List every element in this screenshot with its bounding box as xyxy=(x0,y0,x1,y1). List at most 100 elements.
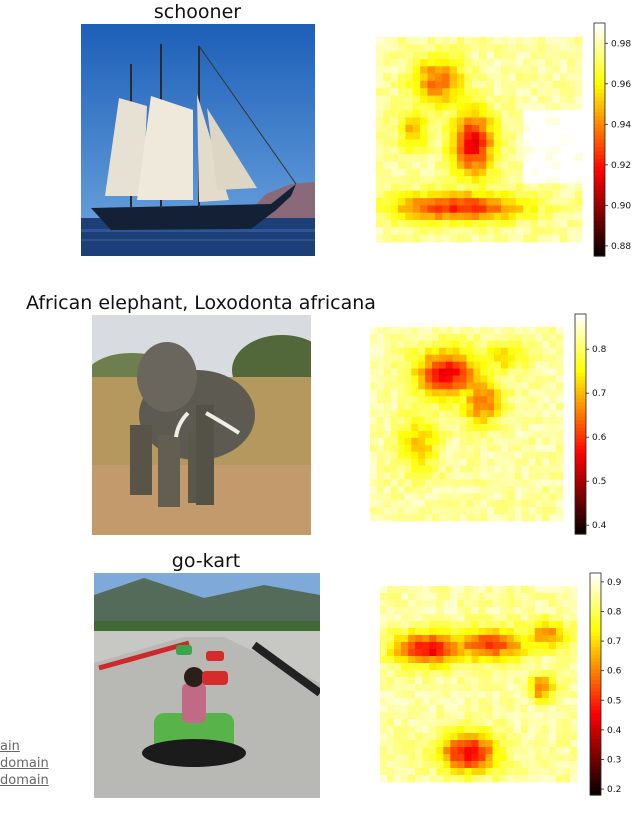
heatmap-cell xyxy=(466,361,474,369)
heatmap-cell xyxy=(380,698,388,706)
heatmap-cell xyxy=(464,161,473,170)
heatmap-cell xyxy=(429,586,437,594)
heatmap-cell xyxy=(466,451,474,460)
heatmap-cell xyxy=(443,600,451,608)
heatmap-cell xyxy=(405,161,414,170)
heatmap-cell xyxy=(548,635,557,643)
heatmap-cell xyxy=(492,677,501,685)
heatmap-cell xyxy=(521,382,529,390)
heatmap-cell xyxy=(429,593,437,601)
heatmap-cell xyxy=(567,190,576,199)
heatmap-cell xyxy=(404,403,412,411)
heatmap-cell xyxy=(415,740,423,748)
heatmap-cell xyxy=(422,635,430,643)
heatmap-cell xyxy=(513,726,522,734)
heatmap-cell xyxy=(559,139,568,148)
heatmap-cell xyxy=(479,37,487,45)
heatmap-cell xyxy=(412,80,421,89)
heatmap-cell xyxy=(415,712,423,720)
heatmap-cell xyxy=(569,698,578,706)
heatmap-cell xyxy=(500,396,509,404)
heatmap-cell xyxy=(466,340,474,349)
heatmap-cell xyxy=(411,403,419,411)
colorbar-segment xyxy=(590,650,601,655)
heatmap-cell xyxy=(376,347,385,356)
heatmap-cell xyxy=(545,161,553,170)
heatmap-cell xyxy=(499,628,508,636)
heatmap-cell xyxy=(456,95,465,104)
side-link-3[interactable]: domain xyxy=(0,773,49,788)
heatmap-cell xyxy=(541,761,550,769)
heatmap-cell xyxy=(370,451,378,460)
heatmap-cell xyxy=(445,403,454,411)
heatmap-cell xyxy=(405,183,414,192)
heatmap-cell xyxy=(541,747,550,755)
heatmap-cell xyxy=(514,417,523,425)
heatmap-cell xyxy=(383,479,392,487)
heatmap-cell xyxy=(521,410,529,418)
heatmap-cell xyxy=(464,586,472,594)
heatmap-cell xyxy=(471,58,480,67)
heatmap-cell xyxy=(464,677,472,685)
heatmap-cell xyxy=(420,176,428,184)
heatmap-cell xyxy=(450,740,458,748)
heatmap-cell xyxy=(501,220,509,228)
colorbar-segment xyxy=(590,743,601,748)
heatmap-cell xyxy=(443,656,451,664)
heatmap-cell xyxy=(537,139,546,148)
heatmap-cell xyxy=(429,754,437,762)
colorbar-segment xyxy=(590,658,601,663)
heatmap-cell xyxy=(443,705,451,713)
heatmap-cell xyxy=(464,88,473,96)
heatmap-cell xyxy=(541,593,550,601)
heatmap-cell xyxy=(542,382,550,390)
heatmap-cell xyxy=(471,66,480,75)
heatmap-cell xyxy=(401,726,409,734)
heatmap-cell xyxy=(528,444,536,453)
heatmap-cell xyxy=(404,396,412,404)
heatmap-cell xyxy=(429,712,437,720)
heatmap-cell xyxy=(394,628,402,636)
heatmap-cell xyxy=(387,656,395,664)
heatmap-cell xyxy=(492,705,501,713)
heatmap-cell xyxy=(380,761,388,769)
heatmap-cell xyxy=(528,333,536,342)
heatmap-cell xyxy=(420,154,428,162)
heatmap-cell xyxy=(450,614,458,622)
heatmap-cell xyxy=(520,635,529,643)
heatmap-cell xyxy=(528,361,536,369)
heatmap-cell xyxy=(501,212,509,221)
heatmap-cell xyxy=(442,234,450,243)
heatmap-cell xyxy=(404,382,412,390)
heatmap-cell xyxy=(507,500,516,508)
heatmap-cell xyxy=(390,51,399,60)
side-link-2[interactable]: domain xyxy=(0,756,49,771)
colorbar-segment xyxy=(590,728,601,733)
heatmap-cell xyxy=(425,396,433,404)
heatmap-cell xyxy=(499,600,508,608)
heatmap-cell xyxy=(390,205,399,214)
heatmap-cell xyxy=(412,176,421,184)
heatmap-cell xyxy=(569,621,578,629)
heatmap-cell xyxy=(457,663,465,671)
heatmap-cell xyxy=(383,44,392,53)
heatmap-cell xyxy=(464,66,473,75)
colorbar-frame xyxy=(593,22,606,257)
heatmap-cell xyxy=(513,761,522,769)
heatmap-cell xyxy=(492,586,501,594)
heatmap-cell xyxy=(528,347,536,356)
heatmap-cell xyxy=(545,58,553,67)
heatmap-cell xyxy=(473,340,481,349)
heatmap-cell xyxy=(432,368,440,376)
colorbar-frame xyxy=(589,572,602,796)
heatmap-cell xyxy=(548,775,557,783)
heatmap-cell xyxy=(523,44,531,53)
heatmap-cell xyxy=(370,368,378,376)
heatmap-cell xyxy=(493,161,502,170)
heatmap-cell xyxy=(492,747,501,755)
heatmap-cell xyxy=(507,437,516,446)
heatmap-cell xyxy=(513,600,522,608)
heatmap-cell xyxy=(534,614,543,622)
side-link-1[interactable]: ain xyxy=(0,739,20,754)
heatmap-cell xyxy=(457,614,465,622)
